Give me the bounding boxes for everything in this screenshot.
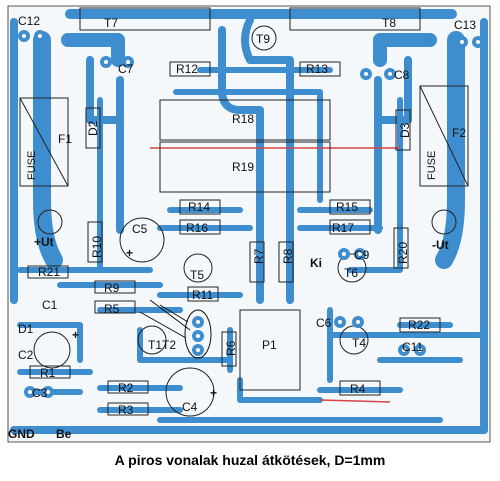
label-plus-c4: + bbox=[210, 386, 218, 400]
label-r21: R21 bbox=[38, 265, 61, 279]
label-c12: C12 bbox=[18, 14, 41, 28]
label-r4: R4 bbox=[350, 382, 366, 396]
label-c9: C9 bbox=[354, 248, 370, 262]
label-c6: C6 bbox=[316, 316, 332, 330]
label-r17: R17 bbox=[332, 221, 355, 235]
label-c13: C13 bbox=[454, 18, 477, 32]
label-r11: R11 bbox=[192, 288, 214, 302]
label-c1: C1 bbox=[42, 298, 58, 312]
label-c2: C2 bbox=[18, 348, 34, 362]
label-t1t2: T1T2 bbox=[148, 338, 177, 352]
label-r7: R7 bbox=[252, 248, 266, 264]
label-r20: R20 bbox=[396, 241, 410, 264]
label-f2: F2 bbox=[452, 126, 467, 140]
label-d2: D2 bbox=[86, 120, 100, 136]
label-c11: C11 bbox=[402, 340, 424, 354]
label-f1: F1 bbox=[58, 132, 73, 146]
label-r5: R5 bbox=[104, 302, 120, 316]
label-t7: T7 bbox=[104, 16, 119, 30]
label-c5: C5 bbox=[132, 222, 148, 236]
label-c8: C8 bbox=[394, 68, 410, 82]
label-c3: C3 bbox=[32, 386, 48, 400]
t2-highlight-sketch bbox=[139, 299, 212, 359]
label-r8: R8 bbox=[281, 248, 295, 264]
label-t9: T9 bbox=[256, 32, 271, 46]
label-d3: D3 bbox=[398, 122, 412, 138]
label-t4: T4 bbox=[352, 336, 367, 350]
label-r10: R10 bbox=[90, 235, 104, 258]
solder-pads bbox=[18, 30, 484, 398]
jumper-wires bbox=[150, 147, 400, 403]
label-r9: R9 bbox=[104, 281, 120, 295]
label-p1: P1 bbox=[262, 338, 277, 352]
component-outlines bbox=[19, 7, 469, 417]
label-plus-ut: +Ut bbox=[34, 235, 54, 249]
copper-traces bbox=[10, 9, 488, 434]
label-r15: R15 bbox=[336, 200, 359, 214]
label-r18: R18 bbox=[232, 112, 255, 126]
label-plus-c2: + bbox=[72, 328, 80, 342]
label-r19: R19 bbox=[232, 160, 255, 174]
label-r2: R2 bbox=[118, 381, 134, 395]
label-plus-c5: + bbox=[126, 246, 134, 260]
label-t6: T6 bbox=[344, 266, 359, 280]
label-r1: R1 bbox=[40, 366, 56, 380]
label-t8: T8 bbox=[382, 16, 397, 30]
label-r12: R12 bbox=[176, 62, 199, 76]
label-r16: R16 bbox=[186, 221, 209, 235]
label-c7: C7 bbox=[118, 62, 134, 76]
figure-caption: A piros vonalak huzal átkötések, D=1mm bbox=[114, 452, 386, 468]
label-t5: T5 bbox=[190, 268, 205, 282]
label-gnd: GND bbox=[8, 427, 35, 441]
label-fuse-left: FUSE bbox=[26, 150, 38, 180]
label-ki: Ki bbox=[310, 256, 322, 270]
label-r6: R6 bbox=[224, 340, 238, 356]
label-fuse-right: FUSE bbox=[426, 150, 438, 180]
label-r13: R13 bbox=[306, 62, 329, 76]
label-minus-ut: -Ut bbox=[432, 238, 449, 252]
label-d1: D1 bbox=[18, 322, 34, 336]
label-be: Be bbox=[56, 427, 72, 441]
label-r14: R14 bbox=[188, 200, 211, 214]
label-r22: R22 bbox=[408, 318, 431, 332]
label-c4: C4 bbox=[182, 400, 198, 414]
label-r3: R3 bbox=[118, 403, 134, 417]
